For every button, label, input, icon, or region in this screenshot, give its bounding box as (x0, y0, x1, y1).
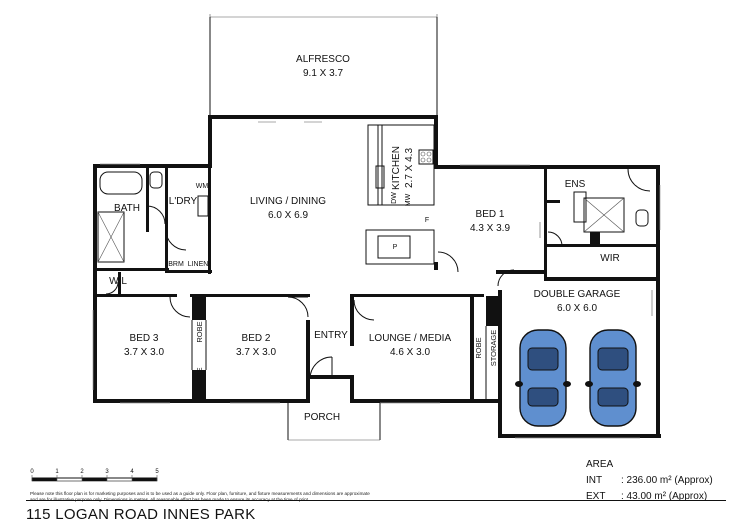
doors (105, 121, 653, 380)
label-wil: WIL (109, 276, 127, 287)
car-left (515, 329, 571, 427)
scale-tick-4: 4 (130, 469, 134, 475)
area-int-row: INT : 236.00 m² (Approx) (586, 473, 713, 489)
label-kitchen-dims: 2.7 X 4.3 (404, 148, 415, 188)
label-wm: WM (196, 183, 209, 190)
label-robe-b: ROBE (195, 367, 204, 388)
room-labels: ALFRESCO 9.1 X 3.7 LIVING / DINING 6.0 X… (109, 54, 621, 423)
label-alfresco: ALFRESCO (296, 54, 350, 65)
label-bed2: BED 2 (242, 333, 271, 344)
label-pantry: P (393, 244, 398, 251)
label-living-dims: 6.0 X 6.9 (268, 210, 308, 221)
label-bed3: BED 3 (130, 333, 159, 344)
label-garage-dims: 6.0 X 6.0 (557, 303, 597, 314)
label-bed1-dims: 4.3 X 3.9 (470, 223, 510, 234)
label-bed1: BED 1 (476, 209, 505, 220)
label-living: LIVING / DINING (250, 196, 326, 207)
label-ens: ENS (565, 179, 586, 190)
scale-tick-2: 2 (80, 469, 84, 475)
area-summary: AREA INT : 236.00 m² (Approx) EXT : 43.00 … (586, 457, 713, 505)
label-bath: BATH (114, 203, 140, 214)
label-porch: PORCH (304, 412, 340, 423)
label-storage: STORAGE (489, 330, 498, 367)
garage-cars (515, 329, 641, 427)
area-ext-label: EXT (586, 491, 606, 502)
area-int-label: INT (586, 475, 603, 486)
disclaimer-text: Please note this floor plan is for marke… (30, 491, 370, 502)
label-garage: DOUBLE GARAGE (534, 289, 621, 300)
label-linen: LINEN (188, 261, 209, 268)
label-bed3-dims: 3.7 X 3.0 (124, 347, 164, 358)
scale-tick-3: 3 (105, 469, 109, 475)
exterior-walls (93, 115, 661, 438)
label-bed2-dims: 3.7 X 3.0 (236, 347, 276, 358)
footer-divider (26, 500, 726, 501)
label-brm: BRM (168, 261, 184, 268)
label-robe-c: ROBE (474, 337, 483, 358)
area-ext-value: : 43.00 m² (Approx) (621, 491, 708, 502)
label-alfresco-dims: 9.1 X 3.7 (303, 68, 343, 79)
scale-tick-5: 5 (155, 469, 159, 475)
label-entry: ENTRY (314, 330, 348, 341)
label-dw: DW (391, 192, 398, 204)
car-right (585, 329, 641, 427)
label-kitchen: KITCHEN (391, 146, 402, 190)
interior-walls (93, 164, 660, 402)
label-robe-a: ROBE (195, 321, 204, 342)
scale-bar: 0 1 2 3 4 5 (30, 469, 159, 482)
label-lounge-dims: 4.6 X 3.0 (390, 347, 430, 358)
area-int-value: : 236.00 m² (Approx) (621, 475, 713, 486)
scale-tick-0: 0 (30, 469, 34, 475)
scale-tick-1: 1 (55, 469, 59, 475)
label-mw: MW (405, 193, 412, 206)
porch-area (287, 403, 381, 441)
label-lounge: LOUNGE / MEDIA (369, 333, 452, 344)
alfresco-area (209, 14, 438, 117)
bathroom-fixtures (97, 171, 649, 263)
area-ext-row: EXT : 43.00 m² (Approx) (586, 489, 713, 505)
windows (92, 163, 661, 439)
label-fridge: F (425, 217, 429, 224)
property-address: 115 LOGAN ROAD INNES PARK (26, 506, 256, 523)
label-ldry: L'DRY (169, 196, 198, 207)
kitchen-fixtures (365, 124, 435, 265)
area-title: AREA (586, 459, 614, 470)
label-wir: WIR (600, 253, 619, 264)
